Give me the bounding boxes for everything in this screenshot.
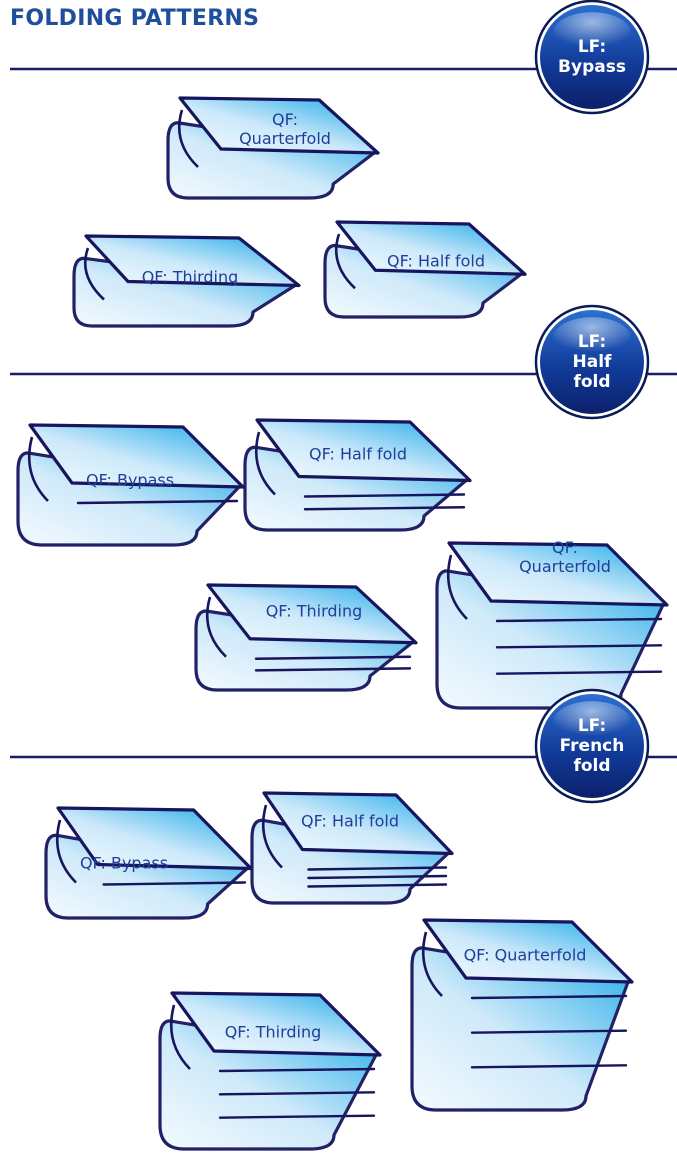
fold-label: QF: Bypass xyxy=(80,854,168,873)
fold-label: QF: Thirding xyxy=(142,268,239,287)
fold-item: QF:Quarterfold xyxy=(437,538,667,708)
fold-label: QF: Half fold xyxy=(309,445,407,464)
fold-label: QF: Thirding xyxy=(225,1023,322,1042)
badge-label: LF: xyxy=(578,332,606,352)
fold-label: QF: Half fold xyxy=(301,812,399,831)
fold-item: QF:Quarterfold xyxy=(168,98,378,198)
fold-label: QF: xyxy=(552,538,578,557)
fold-label: Quarterfold xyxy=(519,557,611,576)
badge-label: fold xyxy=(573,756,610,776)
fold-label: QF: Thirding xyxy=(266,602,363,621)
fold-item: QF: Bypass xyxy=(46,808,251,918)
fold-label: QF: xyxy=(272,110,298,129)
fold-label: Quarterfold xyxy=(239,129,331,148)
badge-label: Half xyxy=(573,352,613,372)
badge-label: LF: xyxy=(578,716,606,736)
badge-label: French xyxy=(560,736,625,756)
fold-item: QF: Bypass xyxy=(18,425,243,545)
badge-label: fold xyxy=(573,372,610,392)
fold-item: QF: Thirding xyxy=(74,236,299,326)
fold-item: QF: Half fold xyxy=(245,420,470,530)
fold-label: QF: Half fold xyxy=(387,252,485,271)
fold-label: QF: Quarterfold xyxy=(464,946,587,965)
badge-label: Bypass xyxy=(558,57,626,77)
fold-item: QF: Thirding xyxy=(196,585,416,690)
fold-item: QF: Half fold xyxy=(325,222,525,317)
fold-item: QF: Quarterfold xyxy=(412,920,632,1110)
section-badge: LF:Bypass xyxy=(536,1,648,113)
fold-label: QF: Bypass xyxy=(86,471,174,490)
fold-item: QF: Half fold xyxy=(252,793,452,903)
badge-label: LF: xyxy=(578,37,606,57)
fold-item: QF: Thirding xyxy=(160,993,380,1149)
